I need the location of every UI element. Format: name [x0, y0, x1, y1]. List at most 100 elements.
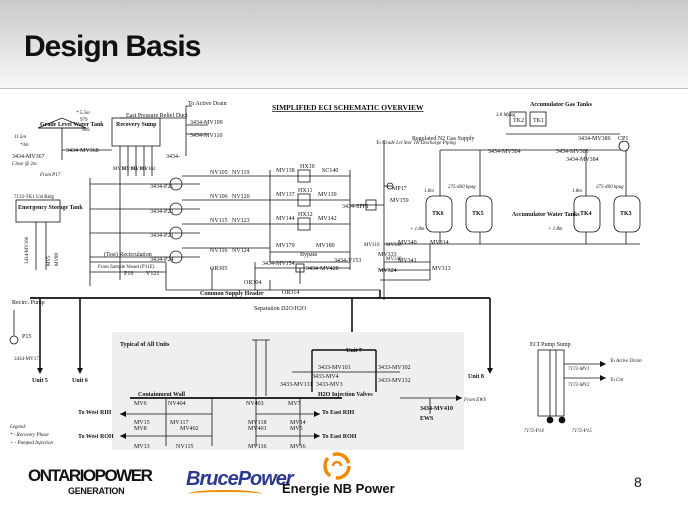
label-mv7: MV7 [288, 401, 301, 407]
label-mv118: MV118 [248, 420, 266, 426]
label-lvl2: + 1.8m [548, 227, 563, 232]
label-v121: V121 [146, 271, 159, 277]
label-accumulator-water-tanks: Accumulator Water Tanks [512, 212, 580, 218]
label-ets-tank-top: 7133-TK1 Ust Bldg [14, 195, 55, 200]
label-level-e: *3m [20, 143, 29, 148]
label-lvl3: 1.8m [424, 189, 434, 194]
label-nv123: NV123 [232, 218, 250, 224]
label-p24: 3434-P24 [150, 257, 173, 263]
label-mv102: MV102 [140, 167, 156, 172]
label-mv109: 3434-MV109 [190, 120, 223, 126]
label-east-pressure-relief-duct: East Pressure Relief Duct [126, 112, 188, 119]
label-mv401: MV401 [248, 426, 267, 432]
label-tk2: TK2 [513, 118, 524, 124]
label-p22: 3434-P22 [150, 209, 173, 215]
nb-power-logo: Énergie NB Power [280, 452, 410, 500]
label-nv116: NV116 [210, 248, 227, 254]
label-p15: P15 [22, 334, 31, 340]
label-mv3: 3433-MV3 [316, 382, 343, 388]
label-hx10: HX10 [300, 164, 315, 170]
label-recirc-pump: Recirc. Pump [12, 300, 45, 306]
label-lvl1: + 1.8m [410, 227, 425, 232]
label-eci-p15: 7172-P15 [572, 429, 592, 434]
label-regulated-n2: Regulated N2 Gas Supply [412, 136, 475, 142]
label-eci-pump-sump: ECI Pump Sump [530, 342, 571, 348]
label-eci-mv2: 7172-MV2 [568, 383, 590, 388]
label-p1: 3.8 Mpag [496, 113, 516, 118]
label-h2o-injection-valves: H2O Injection Valves [318, 392, 373, 398]
label-mv180: MV180 [316, 243, 335, 249]
label-close-at: Close @ 2m [12, 162, 37, 167]
label-unit5: Unit 5 [32, 378, 48, 384]
legend-recovery: * - Recovery Phase [10, 433, 50, 438]
label-mv16: MV16 [290, 444, 306, 450]
label-level-c: 989 [82, 128, 90, 133]
label-v153: 3434-V153 [334, 258, 361, 264]
label-mv5b: MV5 [290, 426, 303, 432]
label-nv120: NV120 [232, 194, 250, 200]
label-mv101: MV101 [131, 167, 147, 172]
label-mv367: 3434-MV367 [12, 154, 45, 160]
label-separation: Separation D2O/H2O [254, 306, 307, 312]
label-mv137: MV137 [276, 192, 295, 198]
label-level-b: 979 [80, 118, 88, 123]
label-tk5: TK5 [472, 211, 484, 217]
label-mv341: MV341 [398, 258, 417, 264]
nb-power-logo-text: Énergie NB Power [282, 481, 395, 496]
label-p23: 3434-P23 [150, 233, 173, 239]
label-mv13: MV13 [134, 444, 150, 450]
label-eci-to-cnt: To Cnt [610, 378, 624, 383]
label-eci-mv1: 7172-MV1 [568, 367, 589, 372]
label-mv171: 3434-MV171 [14, 357, 42, 362]
label-mv160: 3434-MV160 [25, 236, 30, 264]
label-hx11: HX11 [298, 188, 312, 194]
label-eci-to-active-drain: To Active Drain [610, 359, 642, 364]
bruce-power-logo-text: BrucePower [186, 468, 294, 490]
label-eci-p14: 7172-P14 [524, 429, 544, 434]
label-bypass: Bypass [300, 252, 318, 258]
label-common-supply-header: Common Supply Header [200, 291, 264, 297]
label-mv5: MV5 [47, 255, 52, 266]
opg-logo-line1: ONTARIOPOWER [28, 466, 153, 485]
label-ews: EWS [420, 416, 434, 422]
label-from-sample: From Sample Vessel (P31E) [98, 265, 155, 270]
label-emergency-storage-tank: Emergency Storage Tank [18, 205, 83, 211]
label-tk3: TK3 [620, 211, 632, 217]
page-number: 8 [634, 474, 642, 490]
label-mv179: MV179 [276, 243, 295, 249]
slide-header-band [0, 0, 688, 88]
label-or305: OR305 [210, 266, 227, 272]
label-mv304: 3434-MV304 [488, 149, 521, 155]
label-mv4: 3433-MV4 [312, 374, 339, 380]
label-nv106: NV106 [210, 194, 228, 200]
label-mv310: MV310 [364, 243, 380, 248]
label-mv88: MV88 [55, 252, 60, 266]
label-mv336: MV336 [386, 243, 402, 248]
label-cp1: CP1 [618, 136, 628, 142]
flow-arrows [37, 361, 606, 439]
label-typical: Typical of All Units [120, 342, 170, 348]
label-nv119: NV119 [232, 170, 249, 176]
nb-power-emblem-icon [323, 452, 351, 480]
label-or314: OR314 [282, 290, 299, 296]
opg-logo: ONTARIOPOWER GENERATION [28, 466, 153, 502]
legend-pumped: + - Pumped Injection [10, 441, 53, 446]
label-mv410: 3434-MV410 [420, 406, 453, 412]
opg-logo-line2: GENERATION [68, 486, 125, 496]
label-tk6: TK6 [432, 211, 444, 217]
label-mp17: MP17 [392, 186, 407, 192]
label-or304: OR304 [244, 280, 261, 286]
label-mv138: MV138 [276, 168, 295, 174]
label-nv115: NV115 [210, 218, 227, 224]
label-p3: 275-400 kpag [596, 185, 624, 190]
label-unit6: Unit 6 [72, 378, 88, 384]
label-nv404: NV404 [168, 401, 186, 407]
label-from-ews: From EWS [463, 398, 486, 403]
label-mv14: MV14 [290, 420, 306, 426]
label-3434: 3434- [166, 154, 180, 160]
label-nv115-lower: NV115 [176, 444, 193, 450]
label-from-p17: From P17 [39, 173, 61, 178]
label-to-west-rih: To West RIH [78, 410, 112, 416]
label-tk4: TK4 [580, 211, 592, 217]
